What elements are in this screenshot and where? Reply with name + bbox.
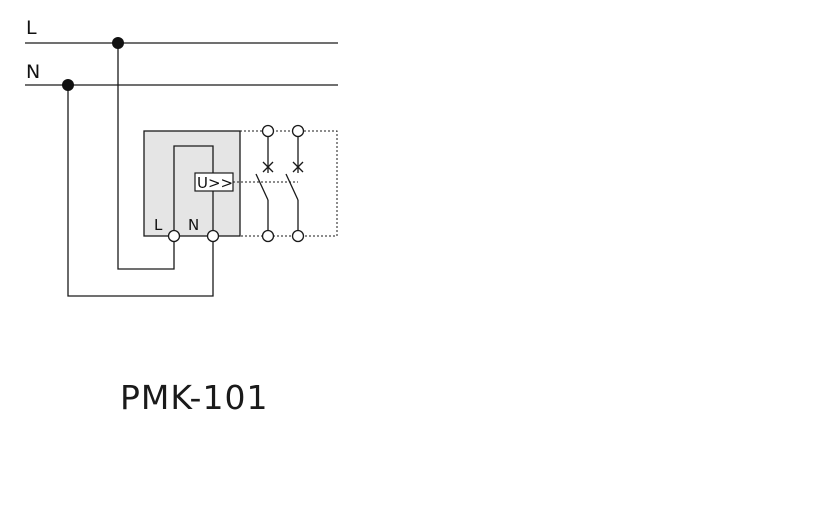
contact-1-x-b: [262, 161, 274, 173]
contact-2-x-b: [292, 161, 304, 173]
terminal-n-label: N: [188, 216, 199, 234]
contact-block-outline: [239, 130, 338, 237]
internal-live-wire: [173, 145, 214, 236]
neutral-junction-dot: [62, 79, 74, 91]
terminal-n: [206, 229, 220, 243]
voltage-sensor-label: U>>: [197, 174, 233, 192]
contact-2-bottom-terminal: [291, 229, 305, 243]
live-feed-wire: [117, 43, 175, 270]
contact-1-blade: [255, 173, 269, 201]
live-junction-dot: [112, 37, 124, 49]
terminal-l: [167, 229, 181, 243]
model-label: PMK-101: [120, 378, 269, 417]
neutral-feed-wire: [67, 85, 214, 297]
neutral-line-label: N: [26, 61, 40, 83]
live-line-label: L: [26, 17, 37, 39]
terminal-l-label: L: [154, 216, 163, 234]
contact-1-bottom-terminal: [261, 229, 275, 243]
contact-2-top-terminal: [291, 124, 305, 138]
contact-2-blade: [285, 173, 299, 201]
contact-1-top-terminal: [261, 124, 275, 138]
